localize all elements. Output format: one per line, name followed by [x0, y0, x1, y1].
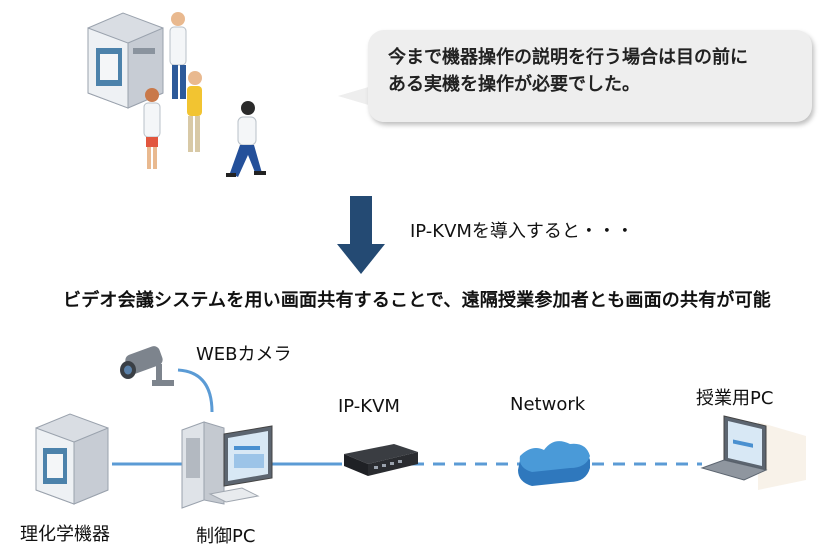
people-illustration: [143, 12, 266, 177]
speech-bubble: [368, 30, 812, 122]
control-pc-icon: [181, 421, 273, 509]
speech-bubble-text: 今まで機器操作の説明を行う場合は目の前に ある実機を操作が必要でした。: [388, 44, 798, 98]
intro-text: IP-KVMを導入すると・・・: [410, 221, 634, 242]
ipkvm-device-icon: [344, 444, 418, 476]
control-pc-label: 制御PC: [196, 526, 256, 547]
lab-equipment-icon: [35, 413, 109, 505]
lab-equipment-label: 理化学機器: [20, 524, 110, 545]
speech-bubble-line-2: ある実機を操作が必要でした。: [388, 74, 640, 95]
network-cloud-icon: [518, 441, 590, 486]
link-camera-to-pc: [177, 368, 214, 413]
network-label: Network: [510, 394, 586, 415]
down-arrow-icon: [337, 196, 385, 274]
lab-machine-illustration: [87, 12, 164, 109]
speech-bubble-line-1: 今まで機器操作の説明を行う場合は目の前に: [388, 47, 748, 68]
lecture-pc-label: 授業用PC: [696, 388, 774, 409]
headline: ビデオ会議システムを用い画面共有することで、遠隔授業参加者とも画面の共有が可能: [63, 290, 771, 311]
webcam-icon: [120, 346, 174, 386]
laptop-icon: [700, 415, 806, 490]
ipkvm-label: IP-KVM: [338, 396, 400, 417]
camera-label: WEBカメラ: [196, 344, 292, 365]
speech-bubble-tail: [338, 86, 372, 106]
